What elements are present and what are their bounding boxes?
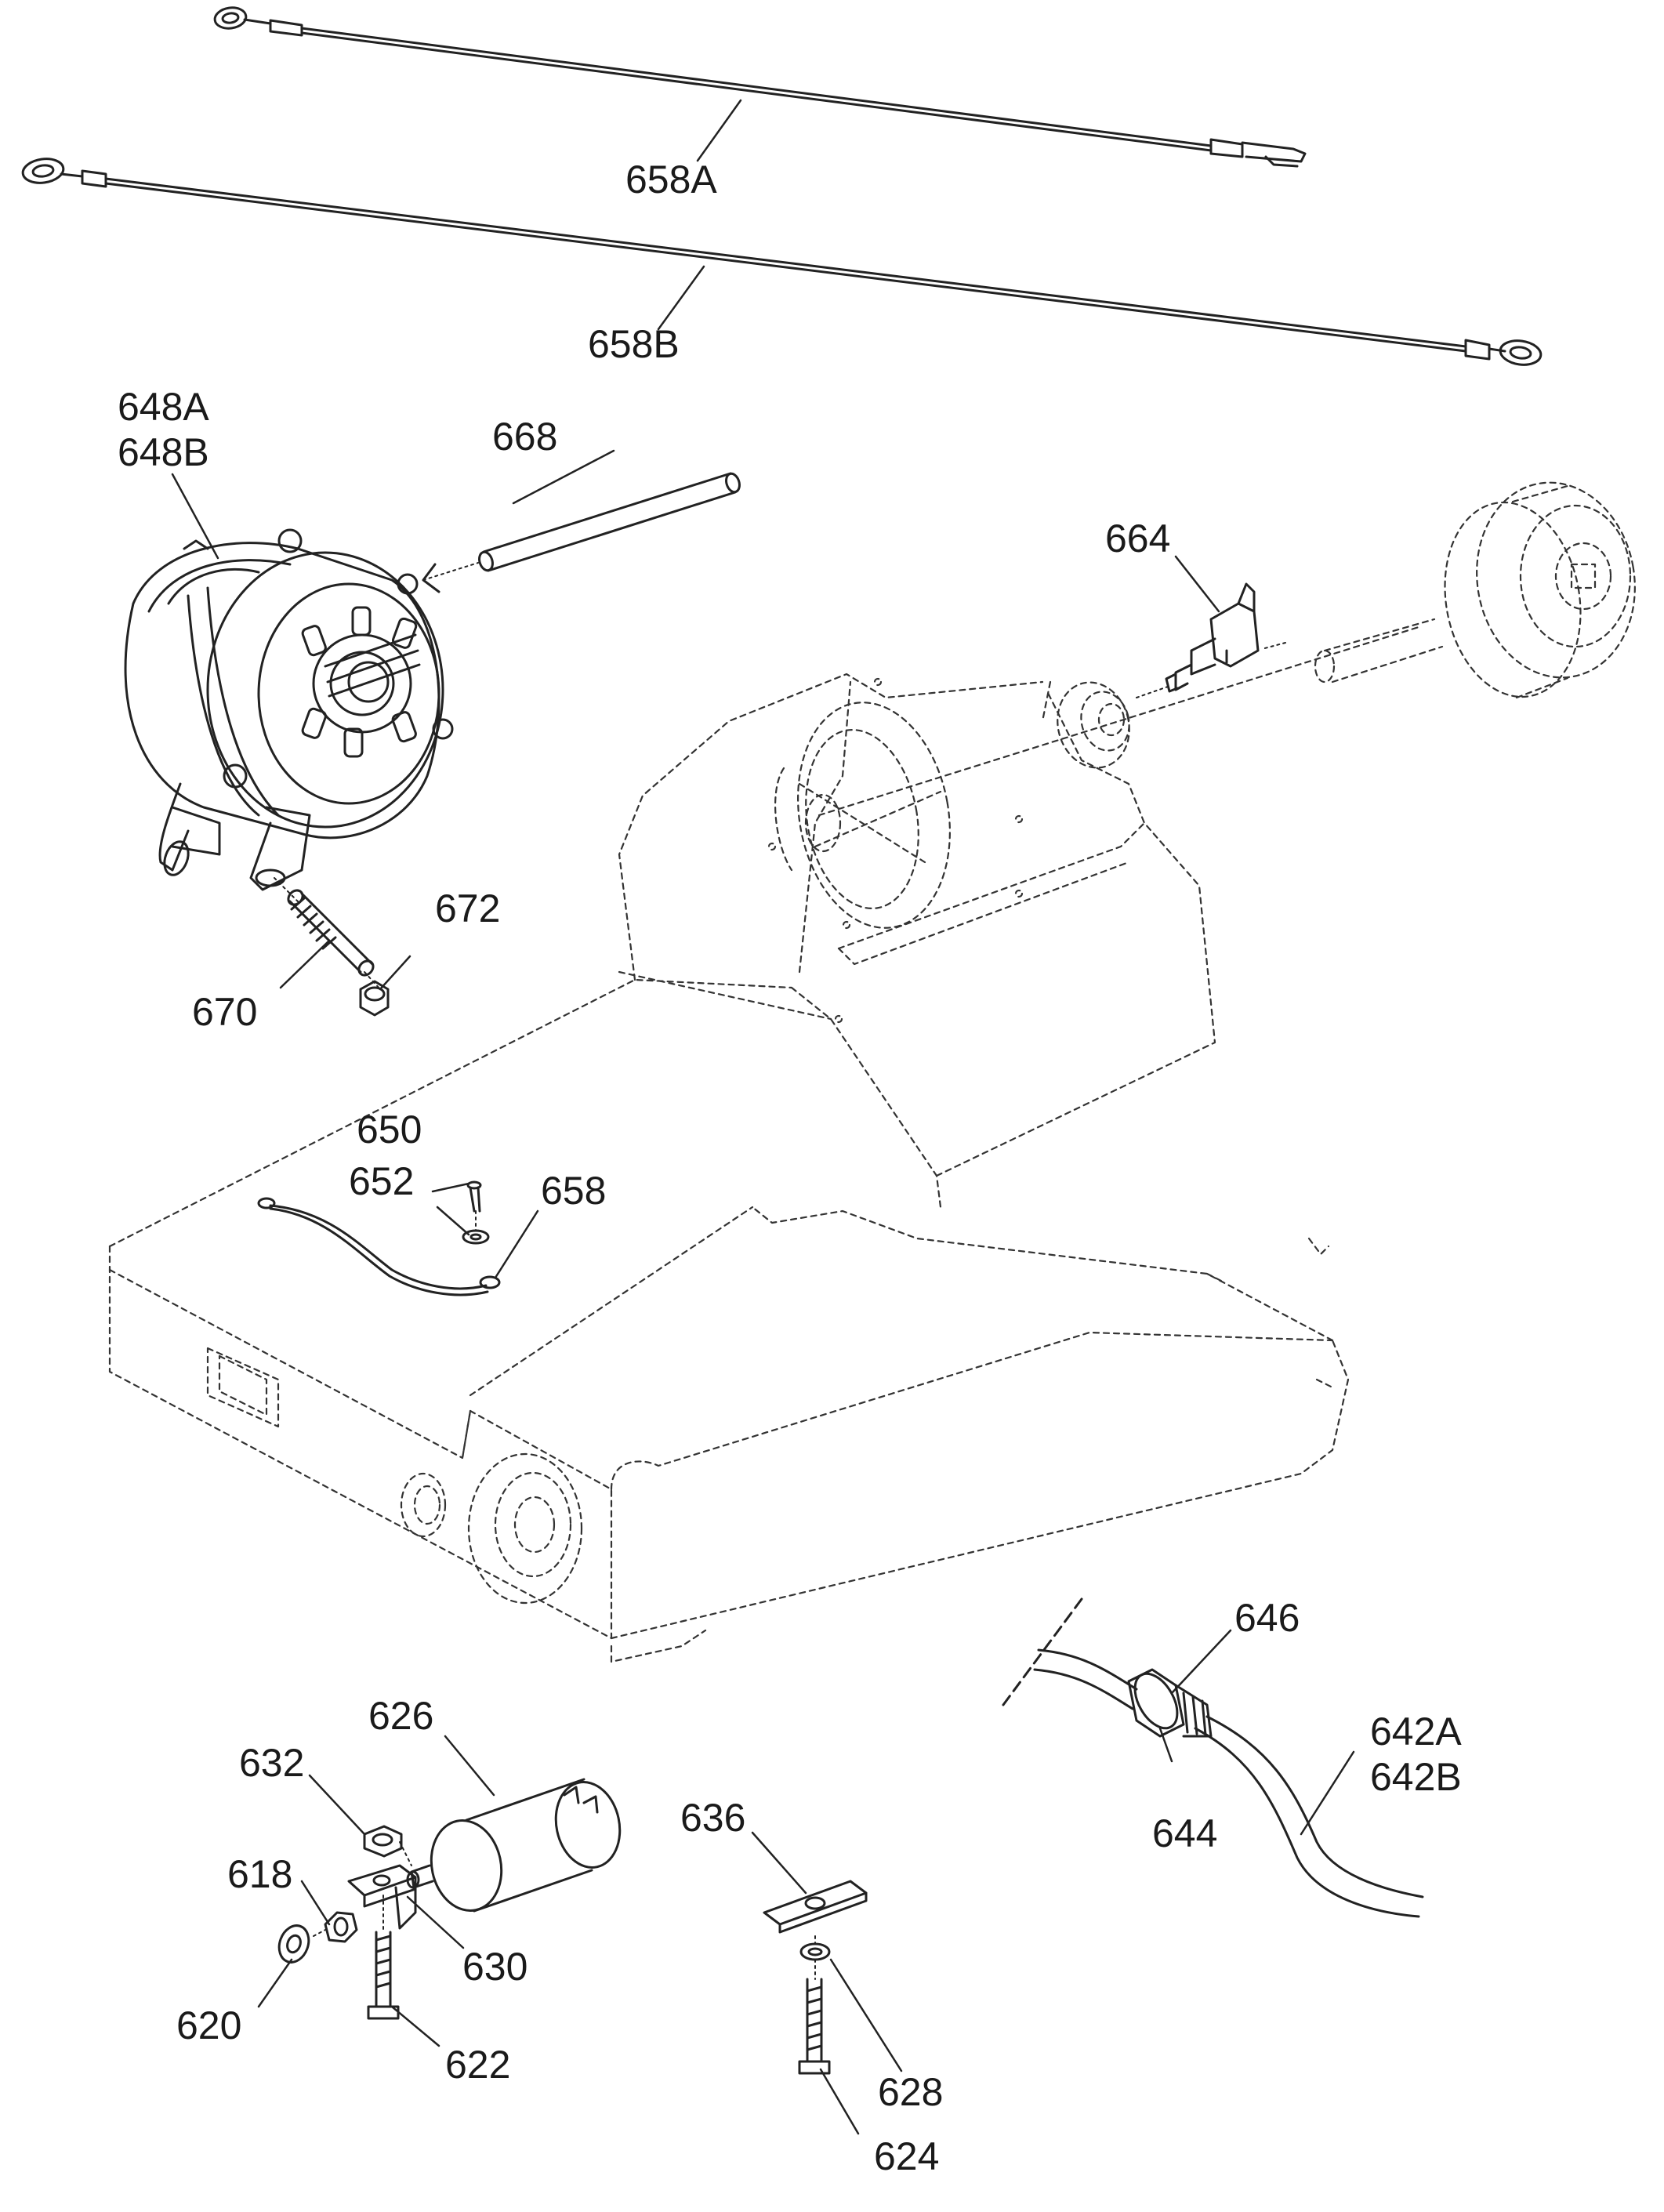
- stud-670: [287, 889, 375, 977]
- screw-622: [367, 1931, 400, 2020]
- callout-626: 626: [368, 1693, 433, 1739]
- callout-664: 664: [1105, 516, 1170, 561]
- callout-670: 670: [192, 989, 257, 1035]
- callout-text: 642A: [1370, 1710, 1462, 1753]
- callout-658B: 658B: [588, 321, 680, 367]
- callout-658A: 658A: [625, 157, 717, 202]
- callout-text: 628: [878, 2070, 944, 2114]
- callout-648: 648A 648B: [118, 384, 209, 475]
- nut-618: [324, 1911, 358, 1943]
- callout-text: 648A: [118, 385, 209, 429]
- callout-618: 618: [227, 1851, 292, 1897]
- callout-646: 646: [1234, 1595, 1300, 1641]
- callout-text: 618: [227, 1852, 293, 1896]
- callout-628: 628: [878, 2069, 943, 2115]
- bracket-630: [347, 1864, 417, 1930]
- callout-text: 672: [435, 887, 501, 930]
- callout-text: 644: [1152, 1811, 1218, 1855]
- capacitor-626: [406, 1778, 622, 1913]
- callout-672: 672: [435, 886, 500, 931]
- nut-632: [363, 1825, 403, 1858]
- callout-632: 632: [239, 1740, 304, 1786]
- callout-text: 624: [874, 2134, 940, 2178]
- callout-658: 658: [541, 1168, 606, 1213]
- screw-624: [798, 1978, 831, 2075]
- callout-text: 630: [462, 1945, 528, 1989]
- grommet-644: [1127, 1668, 1213, 1738]
- plate-636: [763, 1880, 868, 1934]
- callout-text: 650: [357, 1108, 422, 1151]
- callout-text: 658B: [588, 322, 680, 366]
- screw-650: [466, 1180, 482, 1213]
- housing-phantom: [108, 673, 1350, 1663]
- callout-652: 652: [349, 1159, 414, 1204]
- callout-text: 648B: [118, 430, 209, 474]
- callout-630: 630: [462, 1944, 527, 1989]
- callout-622: 622: [445, 2042, 510, 2087]
- leader-lines: [171, 99, 1355, 2135]
- callout-text: 670: [192, 990, 258, 1034]
- bushing-phantom: [817, 618, 1444, 817]
- ground-wire-658: [257, 1197, 501, 1296]
- callout-text: 652: [349, 1159, 415, 1203]
- break-line: [1002, 1597, 1083, 1706]
- rod-668: [478, 472, 741, 572]
- callout-text: 622: [445, 2043, 511, 2087]
- washer-628: [799, 1942, 831, 1961]
- callout-text: 664: [1105, 517, 1171, 560]
- callout-644: 644: [1152, 1811, 1217, 1856]
- nut-672: [359, 980, 390, 1017]
- callout-text: 642B: [1370, 1755, 1462, 1799]
- callout-text: 668: [492, 415, 558, 459]
- wire-658A: [213, 6, 1307, 168]
- callout-text: 658: [541, 1169, 607, 1213]
- callout-text: 626: [368, 1694, 434, 1738]
- switch-664: [1165, 582, 1260, 693]
- washer-620: [277, 1924, 310, 1964]
- callout-642: 642A 642B: [1370, 1709, 1462, 1800]
- callout-668: 668: [492, 414, 557, 459]
- wheel-phantom: [1444, 481, 1636, 699]
- wire-658B: [21, 158, 1543, 366]
- callout-text: 646: [1234, 1596, 1300, 1640]
- callout-636: 636: [680, 1795, 745, 1840]
- cord-642: [1033, 1648, 1424, 1918]
- motor-648: [124, 528, 454, 891]
- callout-text: 620: [176, 2003, 242, 2047]
- callout-text: 658A: [625, 158, 717, 201]
- alignment-lines: [274, 562, 1286, 1980]
- callout-text: 636: [680, 1796, 746, 1840]
- callout-650: 650: [357, 1107, 422, 1152]
- callout-text: 632: [239, 1741, 305, 1785]
- callout-620: 620: [176, 2003, 241, 2048]
- callout-624: 624: [874, 2134, 939, 2179]
